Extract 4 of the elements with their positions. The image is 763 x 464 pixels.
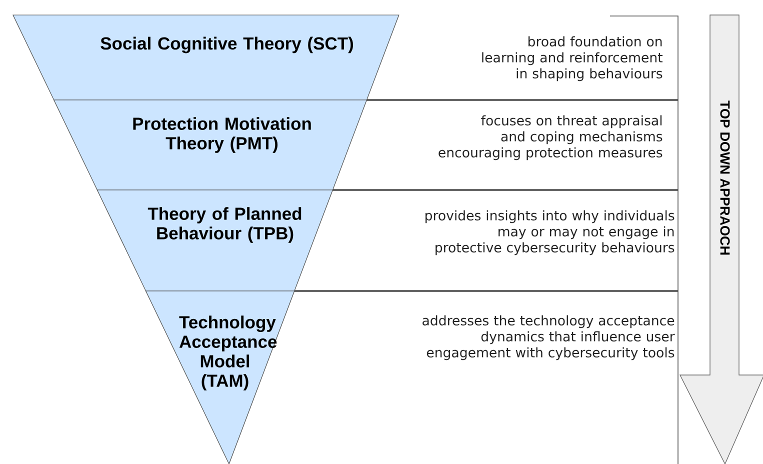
funnel-band: Theory of Planned Behaviour (TPB): [96, 190, 334, 292]
funnel-band: Social Cognitive Theory (SCT): [12, 14, 400, 100]
description-text: focuses on threat appraisal and coping mechanisms encouraging protection measures: [438, 115, 662, 160]
description-text: broad foundation on learning and reinforcement in shaping behaviours: [482, 36, 662, 82]
